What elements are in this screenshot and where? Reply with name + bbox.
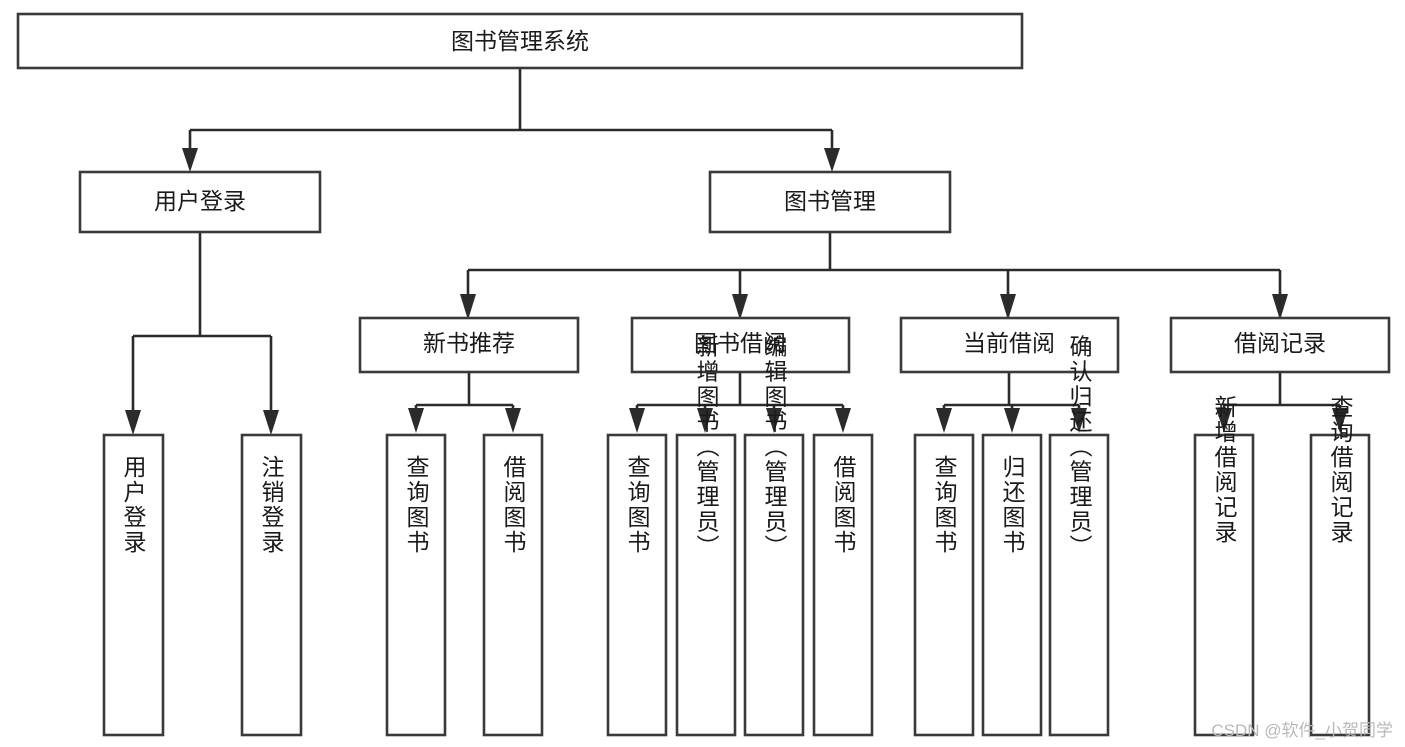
leaf-label: 借阅图书: [830, 455, 857, 555]
arrow-head-user-login-leaf: [125, 410, 141, 435]
leaf-box[interactable]: [981, 433, 1043, 737]
arrow-head-newbook-leaf-2: [505, 408, 521, 433]
arrow-head-borrow-record: [1272, 294, 1288, 320]
borrow-record-box[interactable]: [1169, 316, 1391, 374]
arrow-head-bookborrow-leaf-4: [835, 408, 851, 433]
leaf-label: 确认归还（管理员）: [1066, 335, 1093, 560]
book-management-box[interactable]: [708, 170, 952, 234]
connector-layer: [125, 68, 1348, 435]
leaf-current-borrow-1[interactable]: 查询图书: [913, 433, 975, 737]
csdn-watermark: CSDN @软件_小贺同学: [1211, 721, 1393, 740]
leaf-box[interactable]: [482, 433, 544, 737]
leaf-new-book-1[interactable]: 查询图书: [385, 433, 447, 737]
root-label: 图书管理系统: [451, 28, 589, 54]
new-book-recommend-label: 新书推荐: [423, 330, 515, 356]
leaf-label: 新增图书（管理员）: [693, 335, 720, 560]
current-borrow-label: 当前借阅: [963, 330, 1055, 356]
book-management-label: 图书管理: [784, 188, 876, 214]
leaf-borrow-record-1[interactable]: 新增借阅记录: [1193, 395, 1255, 737]
node-root[interactable]: 图书管理系统: [16, 12, 1024, 70]
arrow-head-borrowrecord-leaf-1: [1216, 408, 1232, 433]
leaf-box[interactable]: [675, 433, 737, 737]
leaf-box[interactable]: [812, 433, 874, 737]
leaf-box[interactable]: [606, 433, 668, 737]
book-borrow-label: 图书借阅: [694, 330, 786, 356]
leaf-label: 查询图书: [624, 455, 651, 555]
leaf-box[interactable]: [1193, 433, 1255, 737]
root-box[interactable]: [16, 12, 1024, 70]
arrow-head-logout-leaf: [263, 410, 279, 435]
leaf-book-borrow-2[interactable]: 新增图书（管理员）: [675, 335, 737, 737]
node-new-book-recommend[interactable]: 新书推荐: [358, 316, 580, 374]
leaf-book-borrow-1[interactable]: 查询图书: [606, 433, 668, 737]
leaf-label: 查询图书: [403, 455, 430, 555]
leaf-box[interactable]: [913, 433, 975, 737]
arrow-head-newbook-leaf-1: [408, 408, 424, 433]
arrow-head-bookborrow-leaf-1: [629, 408, 645, 433]
user-login-box[interactable]: [78, 170, 322, 234]
new-book-recommend-box[interactable]: [358, 316, 580, 374]
leaf-box[interactable]: [240, 433, 303, 737]
arrow-head-book-mgmt: [824, 148, 840, 172]
arrow-head-current-borrow: [1000, 294, 1016, 320]
arrow-head-bookborrow-leaf-3: [766, 408, 782, 433]
arrow-head-currentborrow-leaf-3: [1071, 408, 1087, 433]
user-login-label: 用户登录: [154, 188, 246, 214]
node-current-borrow[interactable]: 当前借阅: [899, 316, 1120, 374]
leaf-current-borrow-3[interactable]: 确认归还（管理员）: [1048, 335, 1110, 737]
arrow-head-new-book: [460, 294, 476, 320]
leaf-label: 查询图书: [931, 455, 958, 555]
leaf-current-borrow-2[interactable]: 归还图书: [981, 433, 1043, 737]
leaf-book-borrow-4[interactable]: 借阅图书: [812, 433, 874, 737]
leaf-label: 借阅图书: [500, 455, 527, 555]
leaf-new-book-2[interactable]: 借阅图书: [482, 433, 544, 737]
leaf-label: 注销登录: [258, 455, 285, 555]
leaf-label: 编辑图书（管理员）: [761, 335, 788, 560]
leaf-label: 用户登录: [120, 455, 147, 555]
leaf-user-login-2[interactable]: 注销登录: [240, 433, 303, 737]
node-borrow-record[interactable]: 借阅记录: [1169, 316, 1391, 374]
node-user-login[interactable]: 用户登录: [78, 170, 322, 234]
arrow-head-user-login: [182, 148, 198, 172]
leaf-user-login-1[interactable]: 用户登录: [102, 433, 165, 737]
arrow-head-currentborrow-leaf-1: [936, 408, 952, 433]
leaf-box[interactable]: [743, 433, 805, 737]
leaf-box[interactable]: [1309, 433, 1371, 737]
borrow-record-label: 借阅记录: [1234, 330, 1326, 356]
current-borrow-box[interactable]: [899, 316, 1120, 374]
leaf-label: 新增借阅记录: [1211, 395, 1238, 545]
arrow-head-bookborrow-leaf-2: [697, 408, 713, 433]
leaf-box[interactable]: [385, 433, 447, 737]
leaf-label: 查询借阅记录: [1327, 395, 1354, 545]
leaf-box[interactable]: [1048, 433, 1110, 737]
arrow-head-borrowrecord-leaf-2: [1332, 408, 1348, 433]
node-book-management[interactable]: 图书管理: [708, 170, 952, 234]
leaf-borrow-record-2[interactable]: 查询借阅记录: [1309, 395, 1371, 737]
leaf-label: 归还图书: [999, 455, 1026, 555]
leaf-box[interactable]: [102, 433, 165, 737]
node-book-borrow[interactable]: 图书借阅: [630, 316, 851, 374]
leaf-book-borrow-3[interactable]: 编辑图书（管理员）: [743, 335, 805, 737]
arrow-head-book-borrow: [732, 294, 748, 320]
book-borrow-box[interactable]: [630, 316, 851, 374]
arrow-head-currentborrow-leaf-2: [1004, 408, 1020, 433]
